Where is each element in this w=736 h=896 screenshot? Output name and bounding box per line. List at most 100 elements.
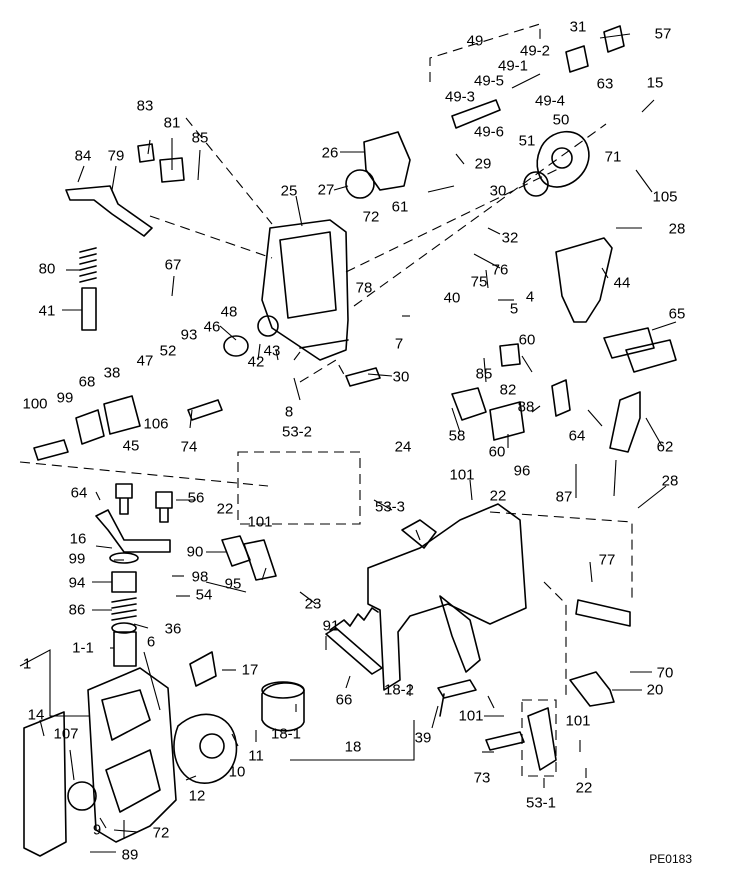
callout-39: 39: [414, 729, 432, 747]
part-81: [159, 157, 185, 183]
callout-98: 98: [191, 568, 209, 586]
callout-76: 76: [491, 261, 509, 279]
shaft-49-3: [451, 99, 501, 129]
callout-31: 31: [569, 18, 587, 36]
cover-50: [536, 130, 590, 188]
callout-94: 94: [68, 574, 86, 592]
callout-36: 36: [164, 620, 182, 638]
screw-100: [33, 439, 69, 461]
callout-95: 95: [224, 575, 242, 593]
callout-61: 61: [391, 198, 409, 216]
cylinder-94: [111, 571, 137, 593]
callout-85-top: 85: [191, 129, 209, 147]
callout-86: 86: [68, 601, 86, 619]
callout-90: 90: [186, 543, 204, 561]
group-53-1-box: [521, 699, 557, 777]
part-83: [137, 143, 155, 163]
pump-housing: [87, 667, 177, 843]
callout-89: 89: [121, 846, 139, 864]
part-82: [499, 343, 521, 367]
callout-49: 49: [466, 32, 484, 50]
callout-58: 58: [448, 427, 466, 445]
callout-53-1: 53-1: [525, 794, 557, 812]
callout-41: 41: [38, 302, 56, 320]
housing-gasket: [23, 711, 67, 857]
bolt-58: [451, 387, 487, 421]
callout-51: 51: [518, 132, 536, 150]
bolt-56: [155, 491, 173, 523]
governor-cover: [173, 713, 238, 784]
plate-88: [551, 379, 571, 417]
callout-101-bottom-center: 101: [458, 707, 484, 725]
callout-28-lower: 28: [661, 472, 679, 490]
callout-18-2: 18-2: [383, 681, 415, 699]
callout-60-upper: 60: [518, 331, 536, 349]
callout-72-bottom: 72: [152, 824, 170, 842]
callout-49-2: 49-2: [519, 42, 551, 60]
callout-106: 106: [143, 415, 169, 433]
callout-5: 5: [509, 300, 519, 318]
callout-11: 11: [248, 747, 264, 765]
callout-48: 48: [220, 303, 238, 321]
sleeve: [261, 682, 305, 732]
callout-73: 73: [473, 769, 491, 787]
callout-49-5: 49-5: [473, 72, 505, 90]
roller-95: [243, 539, 277, 581]
callout-53-2: 53-2: [281, 423, 313, 441]
callout-101-top: 101: [449, 466, 475, 484]
callout-30-middle: 30: [392, 368, 410, 386]
callout-22-left: 22: [216, 500, 234, 518]
shaft-79: [65, 185, 153, 237]
callout-45: 45: [122, 437, 140, 455]
callout-84: 84: [74, 147, 92, 165]
callout-23: 23: [304, 595, 322, 613]
nut-31: [565, 45, 589, 73]
callout-71: 71: [604, 148, 622, 166]
ring-46: [223, 335, 249, 357]
callout-91: 91: [322, 617, 340, 635]
o-ring-51: [523, 171, 549, 197]
ring-43: [257, 315, 279, 337]
callout-18: 18: [344, 738, 362, 756]
callout-15: 15: [646, 74, 664, 92]
callout-42: 42: [247, 353, 265, 371]
callout-47: 47: [136, 352, 154, 370]
callout-82: 82: [499, 381, 517, 399]
callout-49-1: 49-1: [497, 57, 529, 75]
callout-53-3: 53-3: [374, 498, 406, 516]
bolt-39: [437, 679, 477, 717]
callout-101-bottom-right: 101: [565, 712, 591, 730]
callout-75: 75: [470, 273, 488, 291]
callout-9: 9: [92, 821, 102, 839]
callout-87: 87: [555, 488, 573, 506]
pin-66: [325, 627, 383, 675]
spring-23: [329, 607, 379, 631]
callout-78: 78: [355, 279, 373, 297]
callout-40: 40: [443, 289, 461, 307]
sleeve-68: [75, 409, 105, 445]
bolt-64: [115, 483, 133, 515]
callout-107: 107: [53, 725, 79, 743]
callout-43: 43: [263, 342, 281, 360]
bracket-44: [555, 237, 613, 323]
diagram-code: PE0183: [649, 852, 692, 866]
callout-24: 24: [394, 438, 412, 456]
callout-67: 67: [164, 256, 182, 274]
pin-41: [81, 287, 97, 331]
callout-85-middle: 85: [475, 365, 493, 383]
o-ring-27: [345, 169, 375, 199]
callout-79: 79: [107, 147, 125, 165]
callout-57: 57: [654, 25, 672, 43]
group-53-2-box: [237, 451, 361, 525]
governor-housing-25: [261, 219, 349, 361]
delivery-valve-holder: [113, 631, 137, 667]
callout-56: 56: [187, 489, 205, 507]
callout-81: 81: [163, 114, 181, 132]
callout-20: 20: [646, 681, 664, 699]
callout-80: 80: [38, 260, 56, 278]
callout-7: 7: [394, 335, 404, 353]
callout-16: 16: [69, 530, 87, 548]
governor-lever-assembly: [367, 503, 527, 691]
